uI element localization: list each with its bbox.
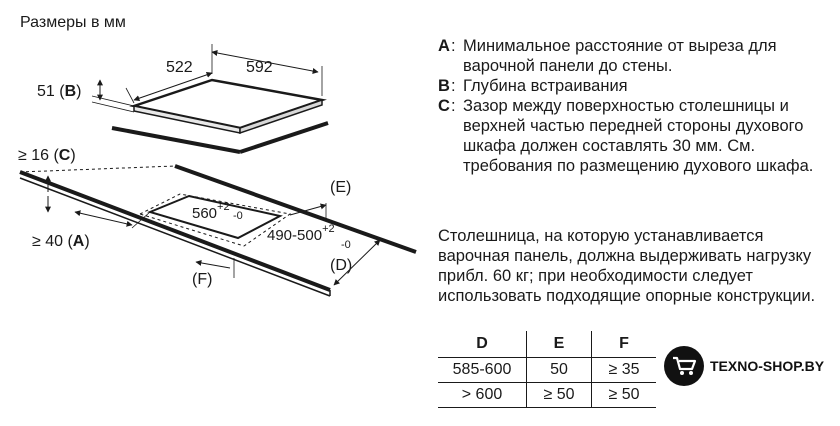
- note-text: Зазор между поверхностью столешницы и ве…: [463, 97, 814, 175]
- header-e: E: [526, 331, 592, 358]
- dimension-592: 592: [246, 59, 273, 76]
- dimension-c: ≥ 16 (C): [18, 147, 76, 164]
- table-row: > 600 ≥ 50 ≥ 50: [438, 382, 656, 408]
- worktop-drawing: [19, 164, 417, 297]
- installation-diagram: 522 592 51 (B) ≥ 16 (C) ≥ 40 (A) 560+2 -…: [18, 44, 417, 297]
- table-cell: 50: [526, 357, 592, 383]
- cutout-depth-tol-minus: -0: [341, 239, 351, 251]
- load-paragraph: Столешница, на которую устанавливается в…: [438, 227, 816, 305]
- table-cell: ≥ 50: [526, 382, 592, 408]
- table-header-row: D E F: [438, 331, 656, 358]
- header-d: D: [438, 331, 527, 358]
- label-e: (E): [330, 179, 351, 196]
- cutout-depth: 490-500+2: [267, 223, 335, 244]
- note-text: Глубина встраивания: [463, 77, 628, 95]
- note-a: A: Минимальное расстояние от выреза для …: [438, 36, 833, 76]
- note-text: Минимальное расстояние от выреза для вар…: [463, 37, 777, 75]
- table-cell: > 600: [438, 382, 527, 408]
- watermark-logo: TEXNO-SHOP.BY: [664, 346, 824, 386]
- note-b: B: Глубина встраивания: [438, 76, 833, 96]
- note-key: B: [438, 77, 450, 95]
- table-row: 585-600 50 ≥ 35: [438, 357, 656, 383]
- cutout-width-tol-minus: -0: [233, 210, 243, 222]
- dimension-522: 522: [166, 59, 193, 76]
- page-title: Размеры в мм: [20, 14, 126, 31]
- hob-drawing: [91, 44, 329, 154]
- legend-notes: A: Минимальное расстояние от выреза для …: [438, 36, 833, 176]
- dimension-b: 51 (B): [37, 83, 81, 100]
- note-key: A: [438, 37, 450, 55]
- note-key: C: [438, 97, 450, 115]
- cart-icon: [664, 346, 704, 386]
- label-f: (F): [192, 271, 212, 288]
- table-cell: ≥ 35: [591, 357, 656, 383]
- cutout-width: 560+2: [192, 201, 230, 222]
- table-cell: 585-600: [438, 357, 527, 383]
- table-cell: ≥ 50: [591, 382, 656, 408]
- dimensions-table: D E F 585-600 50 ≥ 35 > 600 ≥ 50 ≥ 50: [438, 331, 656, 408]
- label-d: (D): [330, 257, 352, 274]
- logo-text: TEXNO-SHOP.BY: [710, 358, 825, 374]
- dimension-a: ≥ 40 (A): [32, 233, 90, 250]
- header-f: F: [591, 331, 656, 358]
- note-c: C: Зазор между поверхностью столешницы и…: [438, 96, 833, 176]
